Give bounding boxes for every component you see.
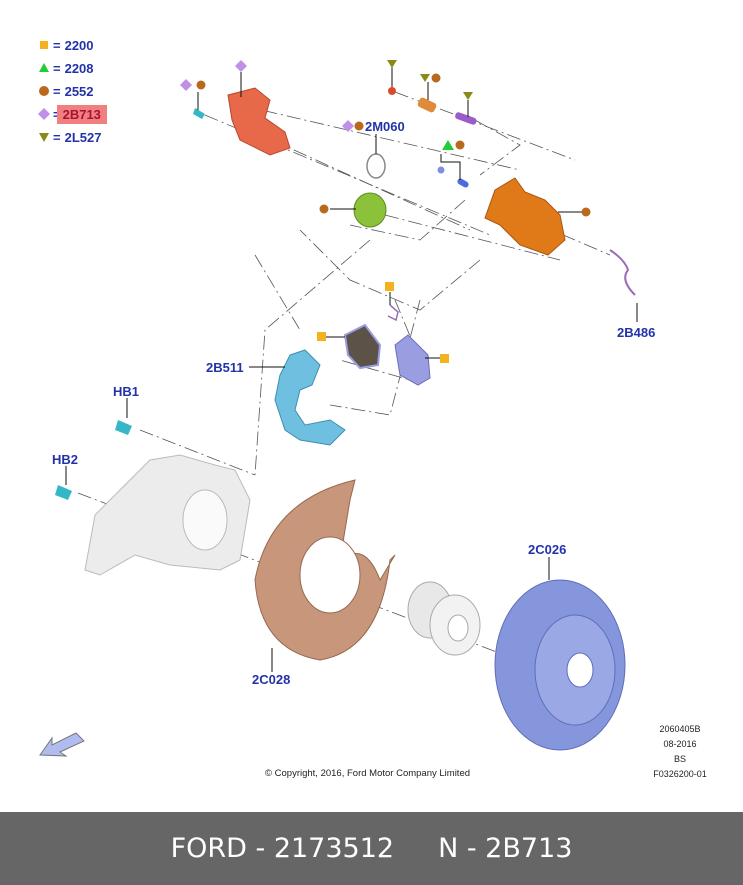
- legend-equals: =: [53, 129, 61, 145]
- wheel-hub: [407, 581, 481, 656]
- callout-leaders: [65, 67, 638, 672]
- circle-icon: [38, 85, 50, 97]
- legend-item-2200: = 2200: [38, 36, 94, 54]
- brake-pad-outer: [394, 334, 431, 386]
- figure-id: F0326200-01: [653, 769, 707, 779]
- drawing-id: 2060405B: [659, 724, 701, 734]
- legend-code: 2552: [64, 83, 94, 99]
- diamond-icon: [38, 108, 50, 120]
- brake-disc: [494, 579, 626, 751]
- reference-code: N - 2B713: [438, 833, 573, 864]
- legend-equals: =: [53, 83, 61, 99]
- brake-pad-inner: [343, 323, 382, 370]
- callout-2M060: 2M060: [365, 119, 405, 134]
- legend-code: 2208: [64, 60, 94, 76]
- callout-markers: [180, 60, 591, 363]
- triangle-up-icon: [38, 62, 50, 74]
- brand-part-number: FORD - 2173512: [170, 833, 395, 864]
- direction-arrow-icon: [39, 732, 85, 757]
- drawing-author: BS: [673, 754, 686, 764]
- legend-item-2552: = 2552: [38, 82, 94, 100]
- brake-caliper: [484, 177, 566, 256]
- callout-2C026: 2C026: [528, 542, 567, 557]
- copyright: © Copyright, 2016, Ford Motor Company Li…: [265, 768, 471, 779]
- legend-equals: =: [53, 60, 61, 76]
- drawing-date: 08-2016: [663, 739, 697, 749]
- dust-shield: [254, 479, 396, 661]
- legend-item-2B713: = 2B713: [38, 104, 107, 124]
- callout-2C028: 2C028: [252, 672, 291, 687]
- legend-item-2L527: = 2L527: [38, 128, 101, 146]
- footer-bar: FORD - 2173512 N - 2B713: [0, 812, 743, 885]
- triangle-down-icon: [38, 131, 50, 143]
- callout-HB2: HB2: [52, 452, 79, 467]
- caliper-bracket: [274, 349, 346, 446]
- piston: [353, 192, 387, 228]
- legend-code: 2200: [64, 37, 94, 53]
- callout-HB1: HB1: [113, 384, 140, 399]
- legend-code: 2L527: [64, 129, 102, 145]
- bolts: [55, 87, 636, 500]
- legend-equals: =: [53, 37, 61, 53]
- exploded-brake-diagram: [39, 60, 638, 757]
- caliper-piston-housing: [227, 87, 291, 156]
- square-icon: [38, 39, 50, 51]
- callout-2B486: 2B486: [617, 325, 656, 340]
- seal-ring: [366, 153, 386, 179]
- legend-code-highlighted: 2B713: [56, 104, 107, 124]
- legend-item-2208: = 2208: [38, 59, 94, 77]
- knuckle: [84, 454, 251, 576]
- callout-2B511: 2B511: [206, 360, 244, 375]
